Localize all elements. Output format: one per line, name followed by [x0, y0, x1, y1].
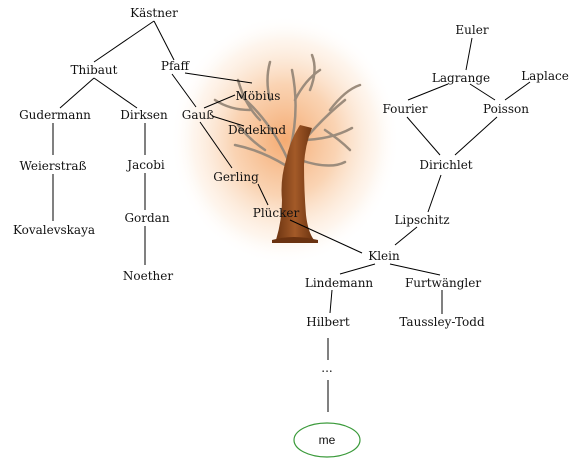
edge-fourier-dirichlet — [406, 116, 441, 156]
node-me: me — [293, 422, 361, 458]
edge-kaestner-pfaff — [153, 20, 175, 61]
node-dirichlet: Dirichlet — [419, 158, 472, 172]
edge-pfaff-gauss — [171, 73, 197, 108]
edge-euler-lagrange — [465, 37, 473, 71]
node-furtwaengler: Furtwängler — [405, 276, 481, 290]
node-poisson: Poisson — [483, 102, 529, 116]
node-gordan: Gordan — [124, 211, 169, 225]
node-pluecker: Plücker — [253, 206, 300, 220]
edge-lagrange-fourier — [407, 83, 449, 101]
node-lagrange: Lagrange — [432, 71, 490, 85]
node-labels: Kästner Thibaut Pfaff Gudermann Dirksen … — [13, 6, 569, 375]
node-gudermann: Gudermann — [19, 108, 91, 122]
node-kaestner: Kästner — [130, 6, 178, 20]
edge-poisson-dirichlet — [454, 116, 498, 156]
node-klein: Klein — [368, 249, 400, 263]
edge-dirichlet-lipschitz — [427, 174, 442, 213]
node-hilbert: Hilbert — [306, 315, 350, 329]
edge-lipschitz-klein — [394, 226, 418, 246]
node-lipschitz: Lipschitz — [394, 213, 449, 227]
node-gerling: Gerling — [213, 170, 259, 184]
edge-laplace-poisson — [504, 81, 531, 101]
me-label: me — [319, 433, 336, 447]
edge-klein-lindemann — [339, 263, 376, 275]
node-euler: Euler — [455, 23, 488, 37]
edges — [52, 20, 531, 412]
edge-gauss-gerling — [199, 121, 233, 169]
background-glow — [170, 15, 400, 265]
node-pfaff: Pfaff — [161, 59, 191, 73]
node-kovalevskaya: Kovalevskaya — [13, 223, 95, 237]
me-ellipse — [293, 422, 361, 458]
edge-klein-furtwaengler — [389, 263, 441, 276]
node-laplace: Laplace — [521, 69, 569, 83]
edge-pluecker-klein — [289, 219, 363, 254]
tree-illustration — [213, 53, 362, 243]
tree-trunk — [276, 125, 314, 240]
edge-lagrange-poisson — [469, 83, 496, 101]
edge-gauss-moebius — [203, 94, 236, 109]
edge-kaestner-thibaut — [93, 20, 155, 63]
node-thibaut: Thibaut — [71, 63, 118, 77]
node-ellipsis: ... — [321, 361, 332, 375]
edge-gauss-dedekind — [211, 115, 245, 127]
edge-thibaut-gudermann — [59, 77, 95, 109]
edge-gerling-pluecker — [257, 183, 269, 206]
node-dirksen: Dirksen — [120, 108, 168, 122]
edge-lindemann-hilbert — [329, 289, 333, 314]
node-taussky-todd: Taussley-Todd — [399, 315, 485, 329]
node-dedekind: Dedekind — [228, 123, 286, 137]
node-moebius: Möbius — [236, 89, 281, 103]
node-fourier: Fourier — [382, 102, 427, 116]
edge-pfaff-moebius — [184, 72, 253, 84]
node-noether: Noether — [123, 269, 173, 283]
node-jacobi: Jacobi — [125, 158, 165, 172]
node-gauss: Gauß — [182, 108, 214, 122]
node-lindemann: Lindemann — [305, 276, 374, 290]
edge-thibaut-dirksen — [93, 77, 138, 109]
node-weierstrass: Weierstraß — [19, 159, 86, 173]
